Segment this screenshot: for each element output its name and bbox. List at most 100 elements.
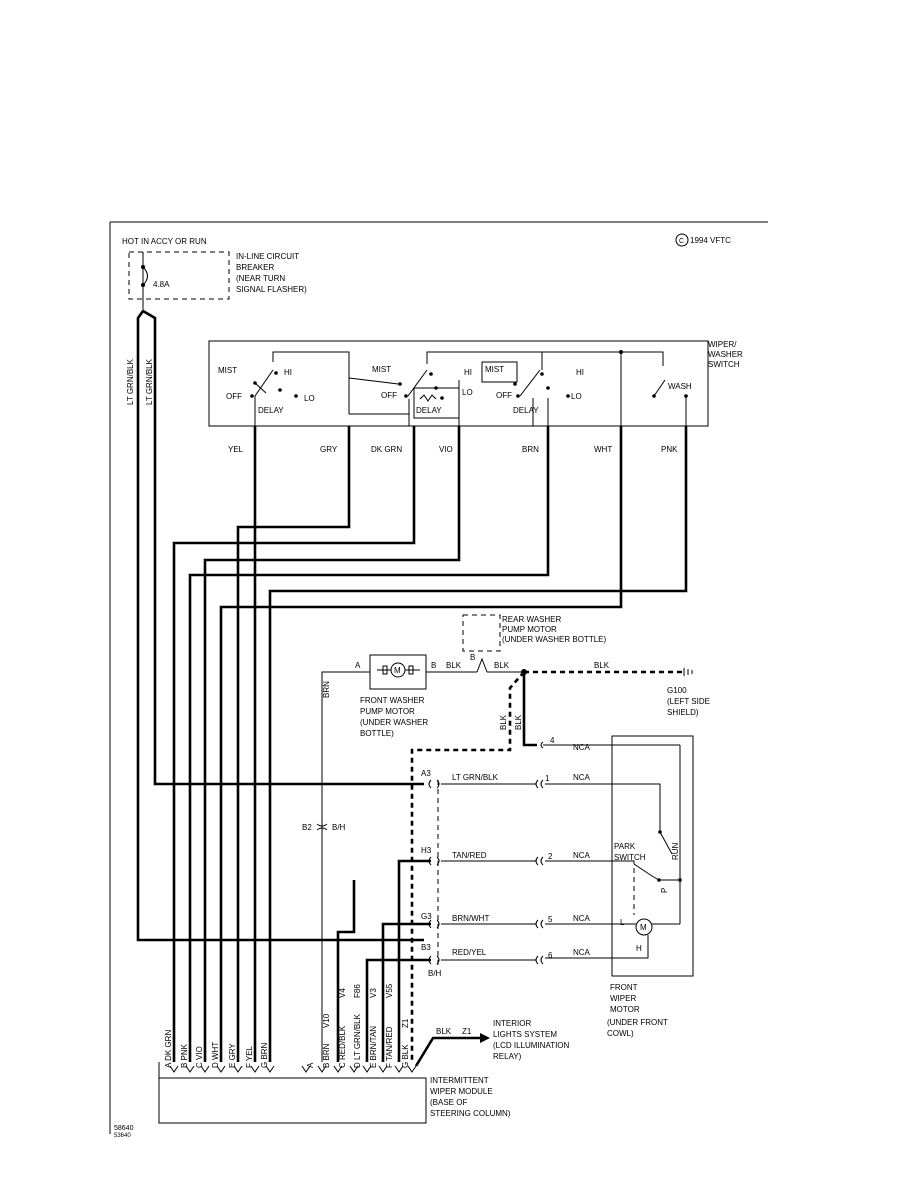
wire-label-lt-grn-blk-1: LT GRN/BLK	[126, 358, 135, 405]
switch3-mist: MIST	[485, 365, 504, 374]
front-pump-motor-m: M	[394, 666, 401, 675]
copyright-text: 1994 VFTC	[690, 236, 731, 245]
motor-pin-5: 5	[548, 915, 553, 924]
switch3-off: OFF	[496, 391, 512, 400]
switch1-off: OFF	[226, 392, 242, 401]
switch1-mist: MIST	[218, 366, 237, 375]
bh-connector-name: B/H	[428, 969, 442, 978]
module-left-pin-g: G BRN	[260, 1042, 269, 1068]
bh-pin-g3: G3	[421, 912, 432, 921]
bh-pin-b3: B3	[421, 943, 431, 952]
rear-pump-pin-b: B	[470, 653, 475, 662]
bh-pin-h3: H3	[421, 846, 432, 855]
module-right-pin-g: G BLK	[401, 1044, 410, 1068]
switch2-hi: HI	[464, 368, 472, 377]
module-right-pin-f: F TAN/RED	[385, 1026, 394, 1068]
circuit-v55: V55	[385, 983, 394, 998]
switch-title-3: SWITCH	[708, 360, 740, 369]
breaker-label-2: BREAKER	[236, 263, 274, 272]
module-left-pin-c: C VIO	[195, 1046, 204, 1068]
bh-pin-a3: A3	[421, 769, 431, 778]
switch3-delay: DELAY	[513, 406, 539, 415]
switch2-off: OFF	[381, 391, 397, 400]
module-left-pin-b: B PNK	[180, 1043, 189, 1068]
front-pump-label-4: BOTTLE)	[360, 729, 394, 738]
switch-title-2: WASHER	[708, 350, 743, 359]
module-right-pin-a: A	[306, 1062, 315, 1068]
module-pin-chevrons	[169, 1065, 417, 1073]
interior-label-4: RELAY)	[493, 1052, 522, 1061]
bh-wire-h3: TAN/RED	[452, 851, 487, 860]
front-pump-pin-b: B	[431, 661, 436, 670]
circuit-v3: V3	[369, 988, 378, 998]
module-label-1: INTERMITTENT	[430, 1076, 489, 1085]
diagram-frame	[109, 221, 768, 1134]
ground-location-1: (LEFT SIDE	[667, 697, 710, 706]
switch1-hi: HI	[284, 368, 292, 377]
module-left-pin-d: D WHT	[211, 1042, 220, 1068]
switch3-hi: HI	[576, 368, 584, 377]
wiper-motor-m: M	[640, 923, 647, 932]
motor-nca-4: NCA	[573, 743, 591, 752]
breaker-label-3: (NEAR TURN	[236, 274, 285, 283]
switch2-mist: MIST	[372, 365, 391, 374]
wire-color-vio: VIO	[439, 445, 453, 454]
module-left-pin-e: E GRY	[228, 1043, 237, 1068]
ground-wire-blk-3: BLK	[594, 661, 610, 670]
front-motor-label-2: WIPER	[610, 994, 636, 1003]
rear-pump-label-3: (UNDER WASHER BOTTLE)	[502, 635, 606, 644]
switch-wire-colors: YEL GRY DK GRN VIO BRN WHT PNK	[228, 445, 678, 454]
switch1-lo: LO	[304, 394, 315, 403]
run-label: RUN	[671, 842, 680, 860]
ground-name: G100	[667, 686, 687, 695]
motor-pin-2: 2	[548, 852, 553, 861]
front-motor-label-1: FRONT	[610, 983, 638, 992]
park-switch-label-1: PARK	[614, 842, 636, 851]
copyright: C 1994 VFTC	[675, 233, 731, 247]
motor-l-label: L	[620, 918, 625, 927]
wire-color-gry: GRY	[320, 445, 338, 454]
rear-washer-pump-motor: REAR WASHER PUMP MOTOR (UNDER WASHER BOT…	[462, 614, 606, 662]
figure-id-2: 53640	[114, 1133, 131, 1139]
switch2-delay: DELAY	[416, 406, 442, 415]
module-right-pin-e: E BRN/TAN	[369, 1026, 378, 1068]
front-pump-label-1: FRONT WASHER	[360, 696, 425, 705]
module-label-2: WIPER MODULE	[430, 1087, 493, 1096]
park-p-label: P	[660, 888, 669, 893]
ground-wire-blk-2: BLK	[494, 661, 510, 670]
circuit-breaker: 4.8A IN-LINE CIRCUIT BREAKER (NEAR TURN …	[128, 251, 307, 300]
interior-label-1: INTERIOR	[493, 1019, 531, 1028]
connector-b2-pin: B2	[302, 823, 312, 832]
circuit-z1: Z1	[401, 1018, 410, 1028]
front-motor-location-1: (UNDER FRONT	[607, 1018, 668, 1027]
interior-lights-circuit: BLK Z1 INTERIOR LIGHTS SYSTEM (LCD ILLUM…	[414, 1019, 570, 1067]
motor-nca-5: NCA	[573, 914, 591, 923]
switch2-lo: LO	[462, 388, 473, 397]
lt-grn-blk-wires: LT GRN/BLK LT GRN/BLK	[126, 252, 424, 942]
vertical-wire-blk-2: BLK	[514, 714, 523, 730]
breaker-label-4: SIGNAL FLASHER)	[236, 285, 307, 294]
wire-color-yel: YEL	[228, 445, 244, 454]
front-washer-pump-motor: M A B FRONT WASHER PUMP MOTOR (UNDER WAS…	[321, 654, 436, 1062]
front-pump-label-2: PUMP MOTOR	[360, 707, 415, 716]
motor-pin-1: 1	[545, 774, 550, 783]
connector-b2-name: B/H	[332, 823, 346, 832]
interior-circuit-z1: Z1	[462, 1027, 472, 1036]
module-label-4: STEERING COLUMN)	[430, 1109, 511, 1118]
front-motor-location-2: COWL)	[607, 1029, 634, 1038]
motor-nca-1: NCA	[573, 773, 591, 782]
wash-label: WASH	[668, 382, 692, 391]
circuit-v10: V10	[322, 1013, 331, 1028]
breaker-label-1: IN-LINE CIRCUIT	[236, 252, 299, 261]
connector-b2: B2 B/H	[302, 823, 346, 832]
module-right-pin-b: B BRN	[322, 1043, 331, 1068]
motor-nca-2: NCA	[573, 851, 591, 860]
rear-pump-label-2: PUMP MOTOR	[502, 625, 557, 634]
intermittent-wiper-module: INTERMITTENT WIPER MODULE (BASE OF STEER…	[158, 880, 511, 1124]
circuit-f86: F86	[353, 984, 362, 998]
module-right-pin-d: D LT GRN/BLK	[353, 1013, 362, 1068]
motor-pin-4: 4	[550, 736, 555, 745]
bh-wire-a3: LT GRN/BLK	[452, 773, 499, 782]
interior-label-3: (LCD ILLUMINATION	[493, 1041, 570, 1050]
figure-id-1: 58640	[114, 1125, 134, 1132]
